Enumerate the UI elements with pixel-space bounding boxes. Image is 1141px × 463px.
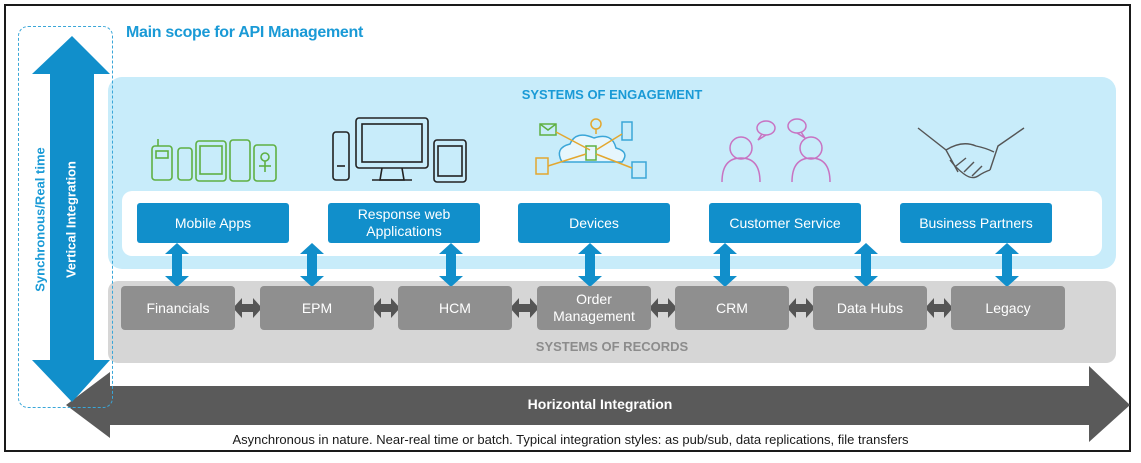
devices-box: Devices <box>518 203 670 243</box>
vertical-connector-5 <box>713 243 737 287</box>
horizontal-connector-4 <box>649 298 677 318</box>
api-management-scope-outline <box>18 26 113 408</box>
diagram-frame <box>4 4 1131 452</box>
records-title: SYSTEMS OF RECORDS <box>535 339 689 354</box>
connected-devices-icon <box>535 118 647 179</box>
vertical-connector-7 <box>995 243 1019 287</box>
mobile-apps-box: Mobile Apps <box>137 203 289 243</box>
horizontal-connector-5 <box>787 298 815 318</box>
customer-service-box: Customer Service <box>709 203 861 243</box>
horizontal-integration-label: Horizontal Integration <box>527 396 673 412</box>
business-partners-box: Business Partners <box>900 203 1052 243</box>
data-hubs-box: Data Hubs <box>813 286 927 330</box>
handshake-icon <box>917 127 1025 179</box>
scope-title: Main scope for API Management <box>126 24 363 41</box>
financials-box: Financials <box>121 286 235 330</box>
engagement-title: SYSTEMS OF ENGAGEMENT <box>521 87 703 102</box>
order-management-box: Order Management <box>537 286 651 330</box>
vertical-connector-1 <box>165 243 189 287</box>
horizontal-footnote: Asynchronous in nature. Near-real time o… <box>232 432 909 447</box>
horizontal-connector-6 <box>925 298 953 318</box>
crm-box: CRM <box>675 286 789 330</box>
hcm-box: HCM <box>398 286 512 330</box>
vertical-connector-3 <box>439 243 463 287</box>
legacy-box: Legacy <box>951 286 1065 330</box>
horizontal-connector-2 <box>372 298 400 318</box>
desktop-computer-icon <box>332 117 467 183</box>
vertical-connector-2 <box>300 243 324 287</box>
vertical-connector-6 <box>854 243 878 287</box>
epm-box: EPM <box>260 286 374 330</box>
horizontal-connector-3 <box>510 298 539 318</box>
horizontal-connector-1 <box>233 298 262 318</box>
customers-chat-icon <box>721 118 831 183</box>
mobile-devices-icon <box>151 139 277 182</box>
vertical-connector-4 <box>578 243 602 287</box>
response-web-applications-box: Response web Applications <box>328 203 480 243</box>
